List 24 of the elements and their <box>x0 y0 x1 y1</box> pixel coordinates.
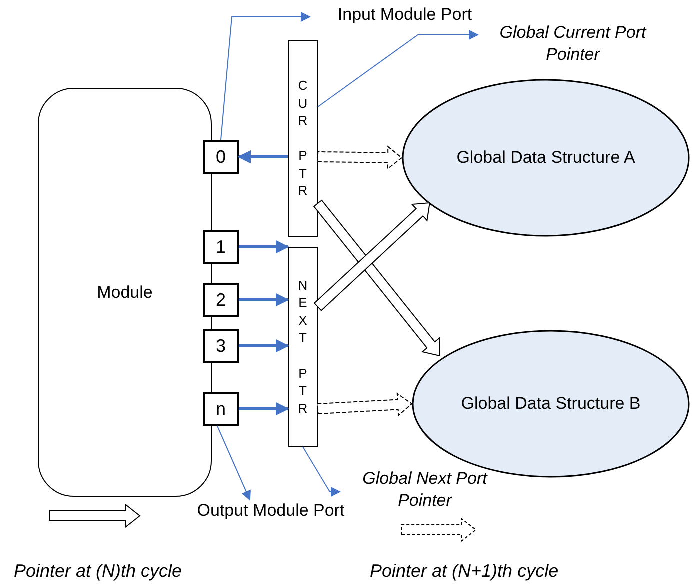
port-box: 2 <box>203 283 239 317</box>
port-box: 1 <box>203 230 239 264</box>
legend-text: Pointer at (N+1)th cycle <box>370 560 559 583</box>
port-box: n <box>203 392 239 426</box>
arrow <box>238 150 288 164</box>
port-box: 0 <box>203 140 239 174</box>
arrow <box>239 240 290 254</box>
hollow-arrow <box>313 200 440 357</box>
callout-text: Output Module Port <box>196 500 346 548</box>
pointer-bar: CUR PTR <box>288 40 318 237</box>
hollow-arrow <box>314 202 430 312</box>
arrow <box>239 339 290 353</box>
leader-line <box>302 446 341 497</box>
dashed-hollow-arrow <box>317 392 413 417</box>
leader-line <box>220 12 311 140</box>
leader-line <box>318 30 479 108</box>
legend-text: Pointer at (N)th cycle <box>14 560 182 583</box>
data-structure-ellipse: Global Data Structure A <box>402 79 690 237</box>
port-box: 3 <box>203 329 239 363</box>
module-box: Module <box>38 88 212 497</box>
pointer-bar: NEXT PTR <box>288 247 318 447</box>
arrow <box>239 402 290 416</box>
dashed-hollow-arrow <box>317 146 403 170</box>
arrow <box>239 293 290 307</box>
